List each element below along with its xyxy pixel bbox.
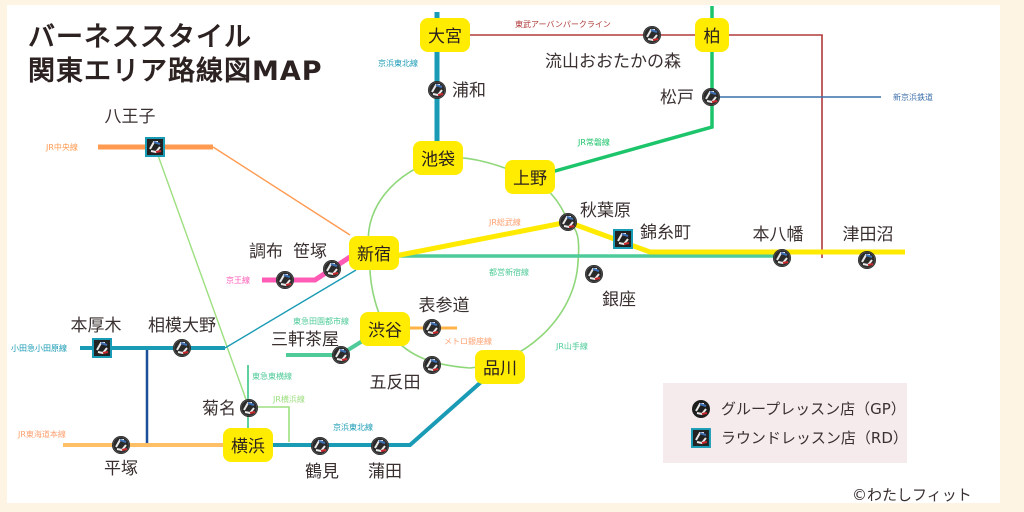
station-omotesando[interactable]: 表参道	[419, 296, 470, 338]
hub-ikebukuro[interactable]: 池袋	[413, 141, 463, 175]
svg-text:銀座: 銀座	[602, 290, 636, 310]
svg-text:渋谷: 渋谷	[368, 321, 402, 341]
svg-text:池袋: 池袋	[421, 150, 455, 170]
line-label-ginza: メトロ銀座線	[444, 336, 492, 346]
line-label-toei: 都営新宿線	[489, 267, 529, 277]
legend-gp-label: グループレッスン店（GP）	[721, 400, 906, 418]
legend-rd-label: ラウンドレッスン店（RD）	[720, 429, 908, 447]
svg-text:本八幡: 本八幡	[753, 225, 804, 245]
station-kikuna[interactable]: 菊名	[202, 398, 259, 419]
line-chuo-link	[212, 146, 351, 236]
line-label-tobu: 東武アーバンパークライン	[515, 19, 611, 29]
title-line2: 関東エリア路線図MAP	[28, 56, 323, 87]
hub-ueno[interactable]: 上野	[505, 160, 555, 194]
svg-text:表参道: 表参道	[419, 296, 470, 316]
line-label-shin-keisei: 新京浜鉄道	[893, 92, 933, 102]
station-tsurumi[interactable]: 鶴見	[305, 436, 339, 482]
svg-text:錦糸町: 錦糸町	[640, 223, 691, 243]
station-gotanda[interactable]: 五反田	[370, 355, 442, 393]
line-label-tokaido: JR東海道本線	[17, 429, 66, 439]
svg-text:三軒茶屋: 三軒茶屋	[271, 330, 339, 350]
hub-shinjuku[interactable]: 新宿	[349, 236, 399, 270]
svg-text:相模大野: 相模大野	[148, 316, 216, 336]
copyright: ©わたしフィット	[852, 486, 972, 504]
station-motoyawata[interactable]: 本八幡	[753, 225, 804, 268]
line-keihin-south	[250, 365, 500, 447]
svg-text:浦和: 浦和	[452, 81, 486, 101]
svg-text:菊名: 菊名	[202, 399, 236, 419]
svg-text:調布: 調布	[249, 242, 283, 262]
svg-text:八王子: 八王子	[105, 107, 156, 127]
station-kinshicho[interactable]: 錦糸町	[612, 223, 691, 250]
line-label-yamanote: JR山手線	[555, 341, 588, 351]
svg-text:松戸: 松戸	[660, 88, 694, 108]
rd-store-icon	[691, 427, 711, 448]
line-label-keio: 京王線	[226, 275, 250, 285]
legend-gp: グループレッスン店（GP）	[691, 398, 906, 419]
station-akihabara[interactable]: 秋葉原	[558, 201, 631, 232]
line-label-yokohama: JR横浜線	[272, 394, 305, 404]
hub-kashiwa[interactable]: 柏	[695, 18, 729, 52]
station-urawa[interactable]: 浦和	[427, 80, 486, 101]
svg-text:平塚: 平塚	[104, 459, 138, 479]
svg-text:笹塚: 笹塚	[293, 242, 327, 262]
line-jr-yokohama	[248, 406, 290, 442]
station-kamata[interactable]: 蒲田	[368, 436, 402, 482]
line-label-keihin-south: 京浜東北線	[333, 422, 373, 432]
svg-text:新宿: 新宿	[357, 245, 391, 265]
svg-text:上野: 上野	[513, 169, 547, 189]
station-nagareyama[interactable]: 流山おおたかの森	[545, 25, 681, 72]
line-odakyu-link	[224, 269, 357, 349]
station-ginza[interactable]: 銀座	[584, 264, 636, 310]
svg-text:流山おおたかの森: 流山おおたかの森	[545, 52, 681, 72]
station-hiratsuka[interactable]: 平塚	[104, 435, 138, 479]
svg-text:秋葉原: 秋葉原	[580, 201, 631, 221]
title-line1: バーネススタイル	[28, 22, 252, 53]
line-yokohama-link	[154, 146, 249, 406]
station-sagamiono[interactable]: 相模大野	[148, 316, 216, 358]
line-tobu	[470, 34, 823, 258]
line-label-joban: JR常磐線	[577, 137, 610, 147]
station-chofu[interactable]: 調布	[249, 242, 295, 290]
hub-shibuya[interactable]: 渋谷	[360, 312, 410, 346]
station-tsudanuma[interactable]: 津田沼	[843, 225, 894, 270]
svg-text:津田沼: 津田沼	[843, 225, 894, 245]
line-label-chuo: JR中央線	[45, 142, 78, 152]
svg-text:品川: 品川	[483, 359, 517, 379]
hub-yokohama[interactable]: 横浜	[223, 428, 273, 462]
svg-text:蒲田: 蒲田	[368, 462, 402, 482]
station-sangenjaya[interactable]: 三軒茶屋	[271, 330, 351, 365]
station-hachioji[interactable]: 八王子	[105, 107, 166, 158]
svg-text:鶴見: 鶴見	[305, 462, 339, 482]
svg-text:本厚木: 本厚木	[71, 316, 122, 336]
line-label-odakyu: 小田急小田原線	[11, 343, 67, 353]
hub-omiya[interactable]: 大宮	[420, 18, 470, 52]
svg-text:柏: 柏	[704, 27, 721, 47]
gp-store-icon	[692, 399, 710, 418]
line-label-toyoko: 東急東横線	[252, 371, 292, 381]
station-honatsugi[interactable]: 本厚木	[71, 316, 122, 359]
station-matsudo[interactable]: 松戸	[660, 87, 721, 108]
line-label-sobu: JR総武線	[488, 217, 521, 227]
legend: グループレッスン店（GP） ラウンドレッスン店（RD）	[663, 383, 908, 463]
line-label-keihin-north: 京浜東北線	[378, 58, 418, 68]
svg-text:横浜: 横浜	[231, 437, 265, 457]
hub-shinagawa[interactable]: 品川	[475, 350, 525, 384]
station-sasazuka[interactable]: 笹塚	[293, 242, 342, 279]
legend-rd: ラウンドレッスン店（RD）	[691, 427, 908, 448]
svg-text:大宮: 大宮	[428, 27, 462, 47]
line-label-den-en: 東急田園都市線	[293, 316, 349, 326]
svg-text:五反田: 五反田	[370, 373, 421, 393]
